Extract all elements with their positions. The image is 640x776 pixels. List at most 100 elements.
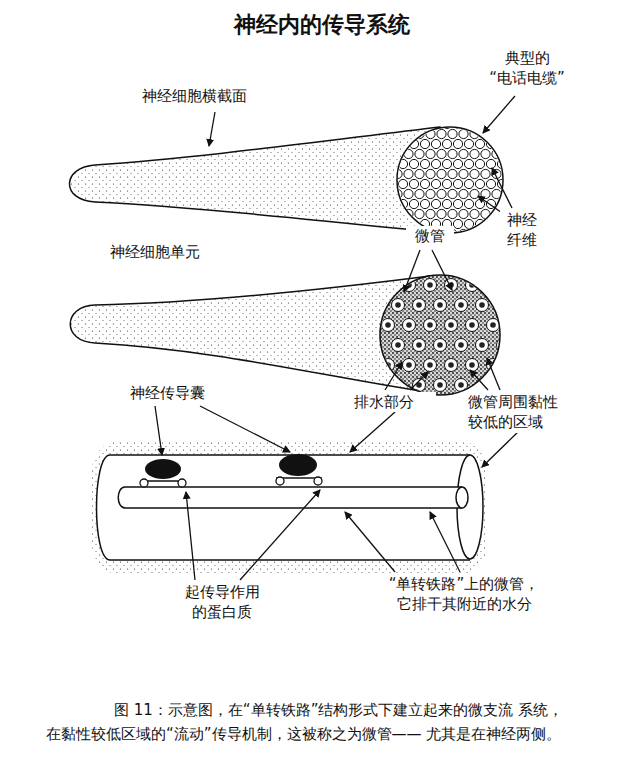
nerve-fibre bbox=[503, 169, 512, 178]
nerve-fibre bbox=[508, 139, 517, 148]
nerve-fibre bbox=[508, 179, 517, 188]
microtubule bbox=[382, 279, 395, 292]
nerve-fibre bbox=[442, 199, 451, 208]
nerve-fibre bbox=[398, 159, 407, 168]
rail-end bbox=[456, 487, 468, 508]
nerve-fibre bbox=[409, 139, 418, 148]
microtubule-core bbox=[406, 322, 412, 328]
nerve-fibre bbox=[481, 149, 490, 158]
microtubule-core bbox=[469, 322, 475, 328]
part-label: 排水部分 bbox=[352, 392, 436, 412]
nerve-fibre bbox=[398, 119, 407, 128]
microtubule-core bbox=[500, 302, 506, 308]
nerve-fibre bbox=[431, 159, 440, 168]
nerve-fibre bbox=[514, 129, 523, 138]
nerve-fibre bbox=[448, 149, 457, 158]
nerve-fibre bbox=[431, 179, 440, 188]
nerve-fibre bbox=[497, 119, 506, 128]
microtubule bbox=[445, 319, 458, 332]
nerve-fibre bbox=[459, 149, 468, 158]
nerve-fibre bbox=[481, 189, 490, 198]
nerve-fibre bbox=[398, 179, 407, 188]
nerve-fibre bbox=[470, 169, 479, 178]
microtubule-core bbox=[385, 362, 391, 368]
microtubule bbox=[403, 359, 416, 372]
nerve-fibre bbox=[464, 139, 473, 148]
nerve-fibre bbox=[492, 129, 501, 138]
nerve-fibre bbox=[442, 179, 451, 188]
nerve-fibre bbox=[420, 159, 429, 168]
microtubule bbox=[497, 299, 510, 312]
nerve-fibre bbox=[453, 179, 462, 188]
nerve-fibre bbox=[404, 169, 413, 178]
nerve-fibre bbox=[459, 189, 468, 198]
microtubule-core bbox=[385, 282, 391, 288]
nerve-fibre bbox=[475, 199, 484, 208]
part-label: 神经传导囊 bbox=[128, 383, 232, 403]
stipple-band bbox=[92, 440, 487, 575]
part-label: 神经细胞单元 bbox=[108, 242, 242, 262]
microtubule bbox=[487, 319, 500, 332]
nerve-fibre bbox=[453, 219, 462, 228]
nerve-fibre bbox=[508, 119, 517, 128]
nerve-fibre bbox=[437, 189, 446, 198]
microtubule-core bbox=[458, 302, 464, 308]
microtubule-core bbox=[416, 342, 422, 348]
nerve-fibre bbox=[503, 149, 512, 158]
nerve-fibre bbox=[437, 169, 446, 178]
microtubule bbox=[466, 279, 479, 292]
microtubule-group bbox=[382, 279, 510, 392]
nerve-fibre bbox=[387, 119, 396, 128]
microtubule-core bbox=[395, 302, 401, 308]
microtubule-core bbox=[500, 342, 506, 348]
nerve-fibre bbox=[431, 199, 440, 208]
nerve-fibre bbox=[459, 129, 468, 138]
nerve-fibre bbox=[437, 149, 446, 158]
microtubule-core bbox=[406, 362, 412, 368]
nerve-fibre bbox=[387, 219, 396, 228]
diagram-title: 神经内的传导系统 bbox=[0, 10, 640, 40]
nerve-fibre bbox=[492, 149, 501, 158]
nerve-fibre bbox=[398, 139, 407, 148]
nerve-fibre bbox=[486, 139, 495, 148]
nerve-fibre bbox=[409, 179, 418, 188]
nerve-fibre bbox=[481, 209, 490, 218]
nerve-fibre bbox=[409, 159, 418, 168]
microtubule bbox=[424, 359, 437, 372]
nerve-fibre bbox=[426, 189, 435, 198]
microtubule-core bbox=[437, 302, 443, 308]
nerve-fibre bbox=[514, 149, 523, 158]
microtubule-core bbox=[448, 322, 454, 328]
nerve-fibre bbox=[470, 129, 479, 138]
nerve-fibre bbox=[508, 159, 517, 168]
microtubule bbox=[392, 379, 405, 392]
nerve-fibre bbox=[387, 159, 396, 168]
microtubule-core bbox=[427, 322, 433, 328]
microtubule bbox=[466, 319, 479, 332]
nerve-fibre bbox=[470, 149, 479, 158]
nerve-fibre bbox=[387, 179, 396, 188]
nerve-fibre bbox=[398, 199, 407, 208]
nerve-fibre bbox=[420, 179, 429, 188]
microtubule-core bbox=[427, 282, 433, 288]
nerve-fibre bbox=[464, 219, 473, 228]
nerve-fibre bbox=[470, 189, 479, 198]
nerve-fibre bbox=[459, 169, 468, 178]
nerve-fibre bbox=[431, 139, 440, 148]
nerve-fibre bbox=[448, 129, 457, 138]
nerve-fibre bbox=[486, 219, 495, 228]
nerve-fibre bbox=[453, 119, 462, 128]
nerve-fibre bbox=[514, 169, 523, 178]
nerve-fibre bbox=[393, 209, 402, 218]
nerve-fibre bbox=[492, 189, 501, 198]
nerve-fibre bbox=[453, 199, 462, 208]
microtubule-core bbox=[469, 362, 475, 368]
part-label: 典型的 “电话电缆” bbox=[470, 48, 584, 89]
nerve-fibre bbox=[404, 209, 413, 218]
nerve-fibre bbox=[453, 159, 462, 168]
nerve-fibre bbox=[475, 179, 484, 188]
nerve-fibre bbox=[448, 169, 457, 178]
microtubule bbox=[445, 359, 458, 372]
nerve-fibre bbox=[415, 129, 424, 138]
nerve-fibre bbox=[470, 209, 479, 218]
